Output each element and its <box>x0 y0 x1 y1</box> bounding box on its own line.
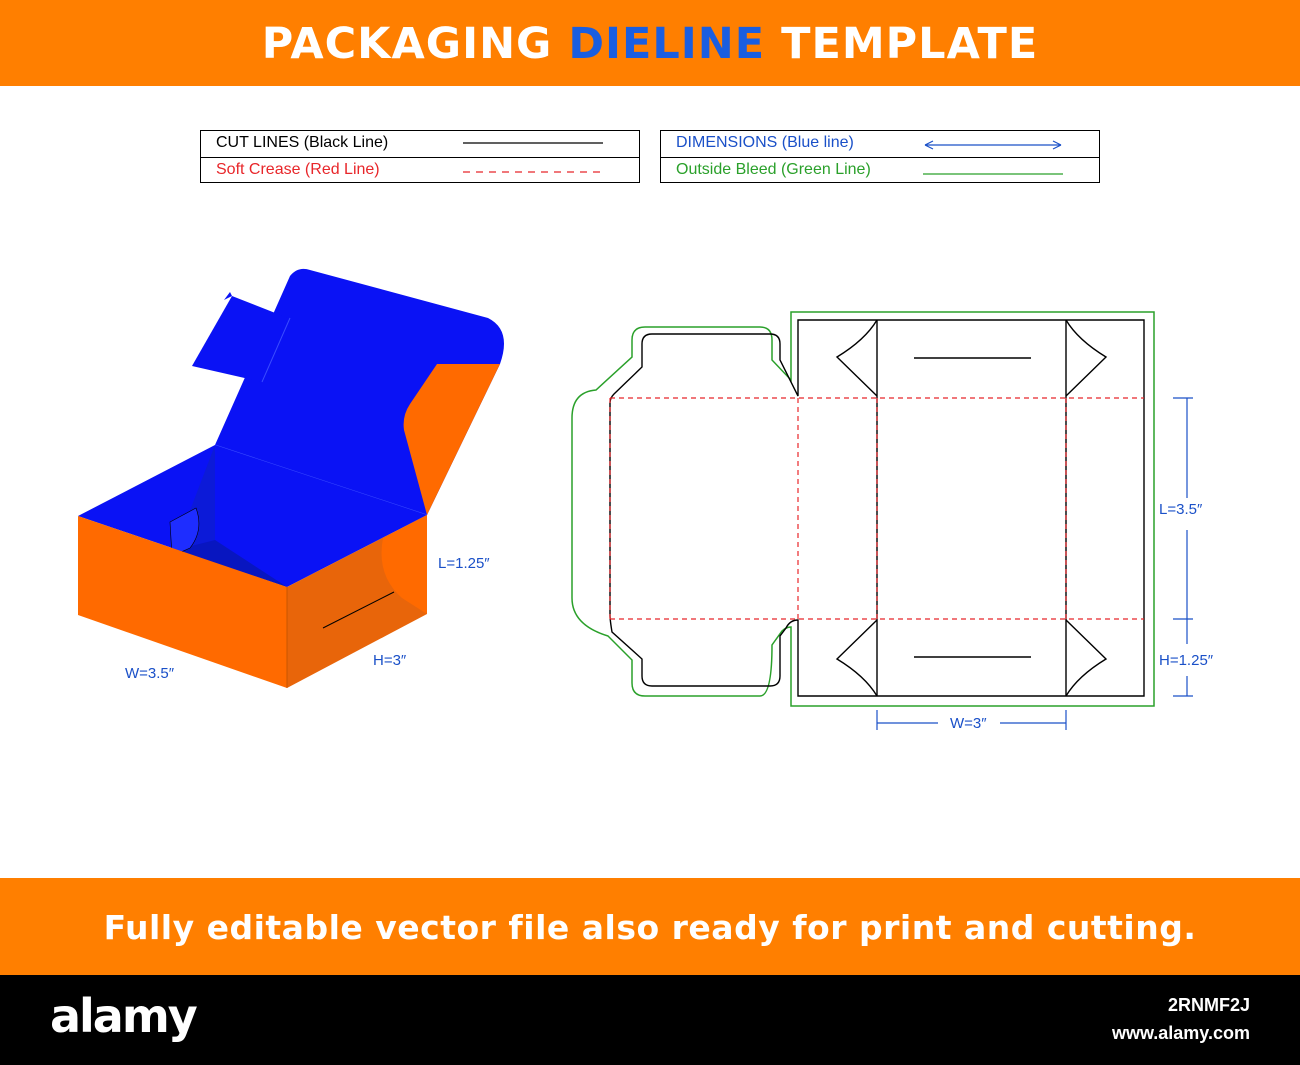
title-dieline: DIELINE <box>568 19 766 69</box>
dieline-flap-bottom-right <box>1065 619 1108 697</box>
box-dim-h: H=3″ <box>373 652 407 669</box>
title-template: TEMPLATE <box>781 19 1039 69</box>
box-front-wall <box>78 516 287 688</box>
box-interior <box>78 445 427 587</box>
dieline-flap-bottom-left <box>835 619 878 697</box>
stock-site: www.alamy.com <box>1111 1023 1250 1043</box>
header-band: PACKAGING DIELINE TEMPLATE <box>0 0 1300 86</box>
diagram-area: L=1.25″ W=3.5″ H=3″ <box>78 268 1214 732</box>
legend-bleed-sample <box>923 173 1063 175</box>
dieline-crease-lines <box>609 397 1144 620</box>
dieline-cut-outline <box>609 319 1145 697</box>
legend-row-bleed: Outside Bleed (Green Line) <box>661 157 1099 184</box>
dieline-dim-l: L=3.5″ <box>1159 501 1203 518</box>
box-dim-l: L=1.25″ <box>438 555 490 572</box>
legend-right: DIMENSIONS (Blue line) Outside Bleed (Gr… <box>660 130 1100 183</box>
tagline: Fully editable vector file also ready fo… <box>103 908 1197 947</box>
legend-cut-label: CUT LINES (Black Line) <box>216 134 389 151</box>
page-title: PACKAGING DIELINE TEMPLATE <box>0 0 1300 88</box>
legend-row-dimensions: DIMENSIONS (Blue line) <box>661 131 1099 157</box>
box-lid-tuck-flap <box>403 364 500 515</box>
dieline-flap-top-right <box>1065 319 1108 397</box>
stock-image-id: 2RNMF2J <box>1167 995 1250 1015</box>
dieline-flat: L=3.5″ H=1.25″ W=3″ <box>571 311 1214 732</box>
legend-bleed-label: Outside Bleed (Green Line) <box>676 161 871 178</box>
dieline-dimension-lines <box>876 397 1193 730</box>
legend-row-cut: CUT LINES (Black Line) <box>201 131 639 157</box>
stock-footer: alamy 2RNMF2J www.alamy.com <box>0 975 1300 1065</box>
footer-band: Fully editable vector file also ready fo… <box>0 878 1300 975</box>
box-lid-dust-flap <box>192 296 288 382</box>
legend-cut-sample <box>463 142 603 144</box>
box-inner-tab <box>169 507 200 557</box>
dieline-bleed-outline <box>571 311 1155 707</box>
box-3d-illustration: L=1.25″ W=3.5″ H=3″ <box>78 268 504 688</box>
legend-left: CUT LINES (Black Line) Soft Crease (Red … <box>200 130 640 183</box>
box-side-flap <box>381 515 427 614</box>
legend-dimensions-label: DIMENSIONS (Blue line) <box>676 134 854 151</box>
legend-row-crease: Soft Crease (Red Line) <box>201 157 639 184</box>
dieline-dim-h: H=1.25″ <box>1159 652 1214 669</box>
legend-crease-label: Soft Crease (Red Line) <box>216 161 380 178</box>
title-packaging: PACKAGING <box>261 19 553 69</box>
dieline-dim-w: W=3″ <box>950 715 987 732</box>
stock-logo: alamy <box>50 989 198 1043</box>
box-dim-w: W=3.5″ <box>125 665 175 682</box>
dieline-flap-top-left <box>835 319 878 397</box>
legend-crease-sample <box>463 171 603 173</box>
legend-dimensions-sample <box>924 140 1062 150</box>
